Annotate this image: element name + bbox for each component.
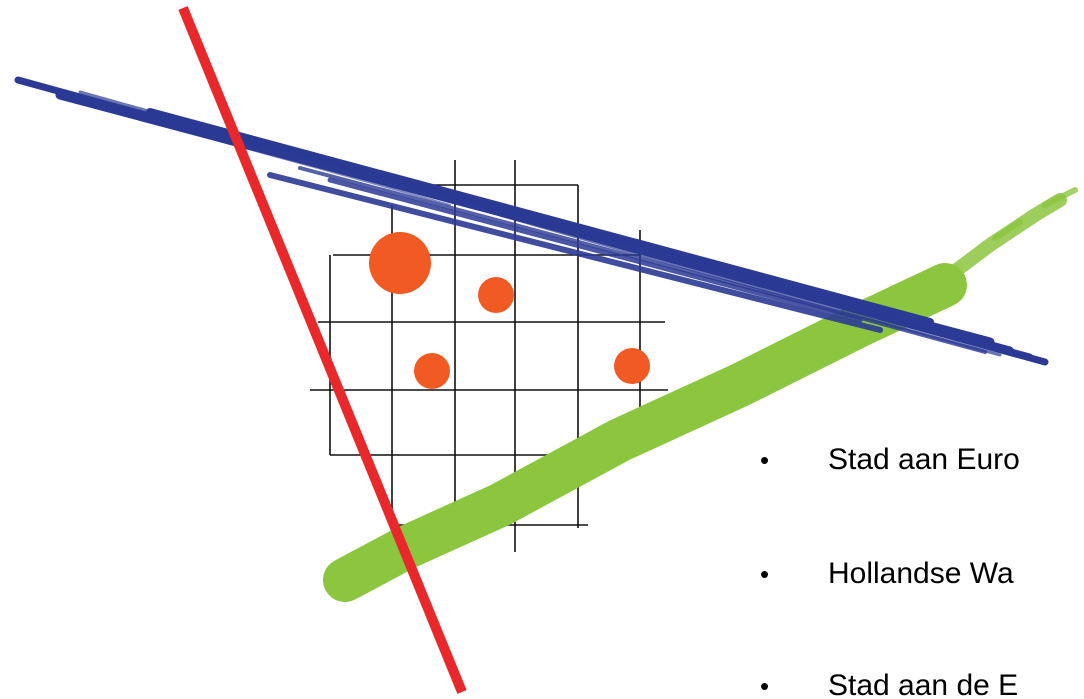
blue-brush-stroke bbox=[140, 120, 450, 205]
blue-brush-stroke bbox=[270, 175, 880, 330]
blue-brush-stroke bbox=[80, 92, 600, 240]
dot-medium bbox=[478, 277, 514, 313]
bullet-marker: • bbox=[760, 556, 769, 592]
red-line bbox=[183, 8, 462, 692]
blue-band bbox=[18, 80, 1045, 362]
dot-small-right bbox=[614, 348, 650, 384]
dot-small-left bbox=[414, 353, 450, 389]
bullet-text: Hollandse Wa bbox=[828, 556, 1014, 592]
dot-large bbox=[369, 232, 431, 294]
bullet-text: Stad aan Euro bbox=[828, 442, 1020, 478]
green-band-stroke bbox=[345, 285, 945, 580]
green-band-tip bbox=[930, 200, 1060, 290]
bullet-text: Stad aan de E bbox=[828, 668, 1018, 699]
bullet-marker: • bbox=[760, 442, 769, 478]
bullet-marker: • bbox=[760, 668, 769, 699]
